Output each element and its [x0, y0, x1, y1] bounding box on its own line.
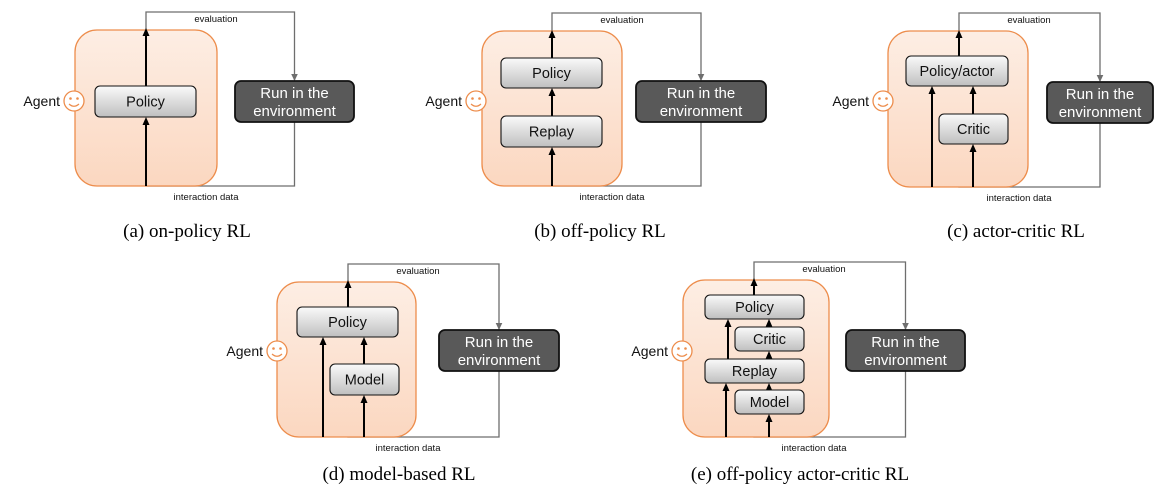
policy-label: Policy	[532, 66, 571, 82]
agent-label: Agent	[23, 93, 60, 109]
arrowhead	[902, 323, 909, 330]
arrowhead	[955, 30, 963, 38]
evaluation-label: evaluation	[1007, 15, 1050, 26]
agent-label: Agent	[832, 93, 869, 109]
arrowhead	[722, 383, 730, 391]
agent-label: Agent	[425, 93, 462, 109]
arrowhead	[142, 117, 150, 125]
critic-box	[734, 326, 805, 352]
policy-box	[704, 294, 805, 320]
arrowhead	[969, 144, 977, 152]
replay-label: Replay	[529, 125, 575, 141]
replay-label: Replay	[732, 364, 778, 380]
panel-caption: (d) model-based RL	[322, 464, 475, 485]
panel-caption: (b) off-policy RL	[534, 221, 666, 242]
arrowhead	[765, 414, 773, 422]
evaluation-label: evaluation	[396, 266, 439, 277]
policy-box	[500, 57, 603, 89]
arrowhead	[969, 86, 977, 94]
policy-label: Policy	[735, 300, 774, 316]
environment-label-line2: environment	[458, 352, 541, 369]
arrowhead	[548, 30, 556, 38]
model-box	[329, 363, 400, 396]
arrowhead	[765, 351, 773, 359]
smiley-face-icon	[872, 90, 894, 112]
critic-label: Critic	[957, 122, 990, 138]
arrowhead	[360, 337, 368, 345]
model-box	[734, 389, 805, 415]
environment-box	[635, 80, 767, 123]
smiley-face-icon	[465, 90, 487, 112]
evaluation-label: evaluation	[802, 264, 845, 275]
policy-box	[296, 306, 399, 338]
arrowhead	[548, 88, 556, 96]
arrowhead	[495, 323, 503, 330]
environment-label-line2: environment	[864, 352, 947, 369]
critic-box	[938, 113, 1009, 145]
arrowhead	[724, 319, 732, 327]
environment-label-line1: Run in the	[667, 85, 735, 102]
replay-box	[500, 115, 603, 148]
agent-label: Agent	[631, 343, 668, 359]
model-label: Model	[750, 395, 790, 411]
evaluation-arrow	[551, 12, 702, 80]
panel-caption: (e) off-policy actor-critic RL	[691, 464, 909, 485]
environment-box	[438, 329, 560, 372]
evaluation-arrow	[753, 261, 907, 329]
arrowhead	[697, 74, 705, 81]
agent-container	[276, 281, 417, 438]
environment-label-line2: environment	[253, 103, 336, 120]
environment-label-line1: Run in the	[1066, 86, 1134, 103]
environment-label-line1: Run in the	[465, 334, 533, 351]
policy-actor-label: Policy/actor	[920, 64, 995, 80]
interaction-data-label: interaction data	[580, 192, 646, 203]
panel-a: Policy evaluation interaction data Run in t…	[23, 11, 355, 242]
environment-label-line1: Run in the	[871, 334, 939, 351]
evaluation-arrow	[958, 12, 1101, 81]
interaction-data-label: interaction data	[376, 443, 442, 454]
critic-label: Critic	[753, 332, 786, 348]
arrowhead	[142, 28, 150, 36]
environment-box	[845, 329, 966, 372]
arrowhead	[360, 395, 368, 403]
arrowhead	[548, 147, 556, 155]
interaction-data-label: interaction data	[174, 192, 240, 203]
smiley-face-icon	[671, 340, 693, 362]
replay-box	[704, 358, 805, 384]
evaluation-arrow	[347, 263, 500, 329]
environment-label-line1: Run in the	[260, 85, 328, 102]
environment-label-line2: environment	[660, 103, 743, 120]
arrowhead	[750, 278, 758, 286]
interaction-data-label: interaction data	[987, 193, 1053, 204]
arrowhead	[1096, 75, 1104, 82]
arrowhead	[928, 86, 936, 94]
panel-caption: (a) on-policy RL	[123, 221, 251, 242]
policy-label: Policy	[126, 95, 165, 111]
arrowhead	[291, 74, 298, 81]
policy-label: Policy	[328, 315, 367, 331]
evaluation-arrow	[145, 11, 296, 80]
panel-caption: (c) actor-critic RL	[947, 221, 1085, 242]
model-label: Model	[345, 373, 385, 389]
arrowhead	[765, 319, 773, 327]
arrowhead	[319, 337, 327, 345]
arrowhead	[765, 383, 773, 391]
policy-box	[94, 85, 197, 118]
policy-actor-box	[905, 55, 1009, 87]
environment-label-line2: environment	[1059, 104, 1142, 121]
environment-box	[234, 80, 355, 123]
smiley-face-icon	[63, 90, 85, 112]
interaction-data-label: interaction data	[782, 443, 848, 454]
agent-label: Agent	[226, 343, 263, 359]
environment-box	[1046, 81, 1154, 124]
evaluation-label: evaluation	[600, 15, 643, 26]
arrowhead	[344, 280, 352, 288]
evaluation-label: evaluation	[194, 14, 237, 25]
smiley-face-icon	[266, 340, 288, 362]
